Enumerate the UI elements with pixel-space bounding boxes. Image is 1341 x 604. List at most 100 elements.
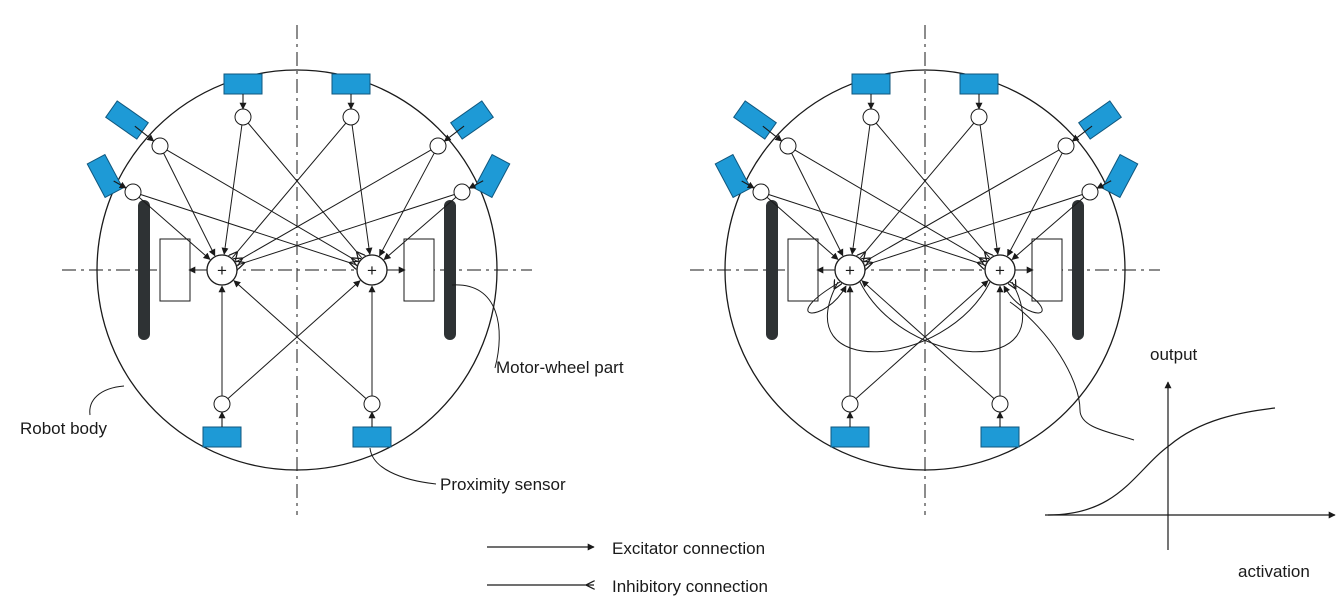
inhibitory-connection [860,122,975,258]
proximity-sensor-leader [369,447,437,485]
excitatory-connection [861,280,995,400]
proximity-sensor [450,100,494,140]
motor-neuron-symbol: + [845,261,855,280]
proximity-sensor [202,426,242,448]
excitatory-connection [791,152,844,257]
motor-wheel-label: Motor-wheel part [496,358,624,377]
excitatory-connection [163,152,216,257]
wheel-left [138,200,150,340]
sigmoid-curve [1047,407,1276,516]
sensor-neuron-link [468,180,484,189]
sigmoid-leader [1009,301,1135,441]
robot-body-label: Robot body [20,419,107,438]
excitatory-connection [383,196,457,260]
proximity-sensor [223,73,263,95]
inhibitory-connection [247,122,362,258]
inhibitory-connection [236,149,432,262]
robot-body-circle [724,69,1126,471]
sensor-neuron [429,137,447,155]
motor-neuron-left [206,254,238,286]
motor-wheel-leader [451,284,500,369]
sensor-neuron [991,395,1009,413]
motor-neuron-symbol: + [995,261,1005,280]
motor-neuron-right [356,254,388,286]
excitatory-connection [1007,152,1063,257]
proximity-sensor-label: Proximity sensor [440,475,566,494]
excitatory-connection [351,124,373,255]
inhibitory-connection [237,193,455,265]
excitatory-connection [221,124,243,255]
sensor-body [714,153,752,199]
excitatory-connection [379,152,435,257]
motor-box-right [1031,238,1063,302]
proximity-sensor [830,426,870,448]
sensor-neuron-link [741,180,755,189]
excitatory-connection [233,280,367,400]
sensor-body [830,426,870,448]
legend: Excitator connection Inhibitory connecti… [487,539,768,596]
sensor-body [980,426,1020,448]
excitatory-connection [1011,196,1085,260]
inhibitory-connection [166,149,358,262]
robot-diagram-left: ++ [62,25,532,515]
proximity-sensor [980,426,1020,448]
sensor-neuron [1057,137,1075,155]
sensor-neuron-link [762,125,783,142]
proximity-sensor [733,100,777,140]
sensor-body [1101,153,1139,199]
sensor-body [733,100,777,140]
sensor-neuron [752,183,770,201]
motor-box-right [403,238,435,302]
sensor-body [105,100,149,140]
excitatory-connection [855,280,989,400]
sensor-neuron [453,183,471,201]
sensor-body [352,426,392,448]
excitatory-connection [138,196,211,260]
sensor-neuron-link [1096,180,1112,189]
motor-neuron-right [984,254,1016,286]
inhibitory-connection [794,149,986,262]
sensor-body [86,153,124,199]
annotations: Motor-wheel part Robot body Proximity se… [20,284,624,494]
sensor-neuron [970,108,988,126]
motor-neuron-left [834,254,866,286]
recurrent-loop-right [1003,281,1043,314]
sensor-body [959,73,999,95]
recurrent-cross-lr [859,282,1024,353]
motor-neuron-symbol: + [367,261,377,280]
proximity-sensor [714,153,752,199]
sensor-body [851,73,891,95]
sensor-neuron-link [443,125,465,142]
excitatory-connection [979,124,1001,255]
sensor-neuron [342,108,360,126]
wheel-right [1072,200,1084,340]
proximity-sensor [1078,100,1122,140]
motor-box-left [787,238,819,302]
robot-body-leader [89,385,125,416]
sensor-neuron [1081,183,1099,201]
sensor-body [331,73,371,95]
sensor-neuron [234,108,252,126]
activation-function-plot: output activation [1009,301,1336,581]
sensor-neuron [151,137,169,155]
sensor-neuron [841,395,859,413]
sensor-neuron-link [134,125,155,142]
inhibitory-connection [864,149,1060,262]
inhibitory-connection [232,122,347,258]
proximity-sensor [1101,153,1139,199]
inhibitory-connection [875,122,990,258]
sensor-body [1078,100,1122,140]
proximity-sensor [86,153,124,199]
recurrent-cross-rl [826,282,991,353]
proximity-sensor [959,73,999,95]
excitatory-connection [849,124,871,255]
inhibitory-connection [140,194,357,265]
inhibitory-connection [768,194,985,265]
proximity-sensor [352,426,392,448]
robot-diagram-right: ++ [690,25,1160,515]
inhibitory-connection [865,193,1083,265]
wheel-right [444,200,456,340]
proximity-sensor [473,153,511,199]
proximity-sensor [331,73,371,95]
